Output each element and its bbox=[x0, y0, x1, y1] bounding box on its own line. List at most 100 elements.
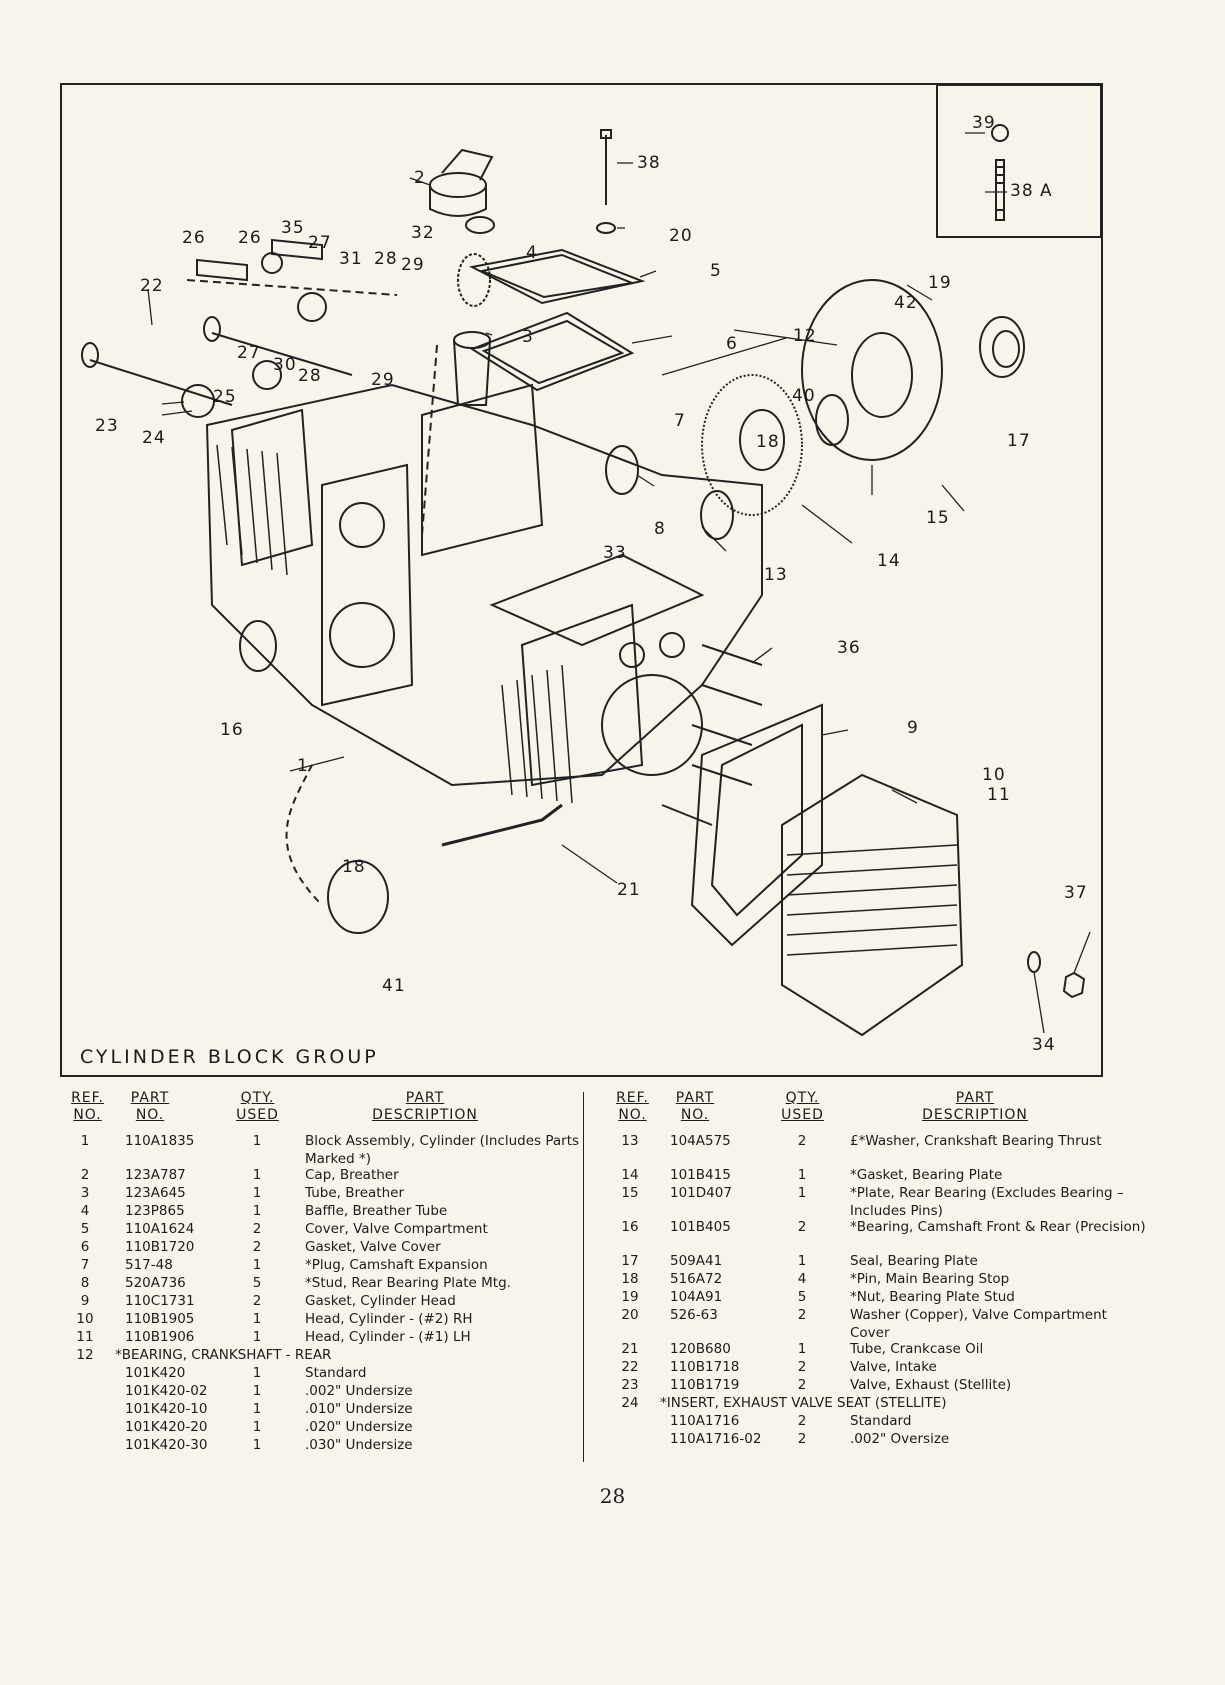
header-qty: QTY.USED bbox=[236, 1090, 279, 1123]
cell-desc: Gasket, Valve Cover bbox=[305, 1239, 441, 1255]
cell-qty: 2 bbox=[797, 1359, 807, 1375]
cell-desc: £*Washer, Crankshaft Bearing Thrust bbox=[850, 1133, 1102, 1149]
cell-part: 110B1719 bbox=[670, 1377, 740, 1393]
callout-label: 18 bbox=[756, 432, 780, 452]
cell-part: 110C1731 bbox=[125, 1293, 195, 1309]
header-qty: QTY.USED bbox=[781, 1090, 824, 1123]
cylinder-head-10-11 bbox=[781, 773, 964, 1037]
callout-label: 14 bbox=[877, 551, 901, 571]
cell-qty: 1 bbox=[252, 1167, 262, 1183]
cell-qty: 2 bbox=[797, 1219, 807, 1235]
cell-ref: 7 bbox=[80, 1257, 90, 1273]
callout-label: 27 bbox=[308, 233, 332, 253]
cell-ref: 4 bbox=[80, 1203, 90, 1219]
exploded-diagram-frame: 39 38 A 38 2 20 32 4 5 3 6 26 26 35 27 3… bbox=[60, 83, 1103, 1077]
cell-qty: 2 bbox=[252, 1239, 262, 1255]
callout-label: 13 bbox=[764, 565, 788, 585]
cell-qty: 1 bbox=[252, 1203, 262, 1219]
cell-qty: 5 bbox=[252, 1275, 262, 1291]
nut-part-39 bbox=[991, 124, 1009, 142]
cell-desc: Block Assembly, Cylinder (Includes Parts… bbox=[305, 1133, 580, 1167]
callout-label: 28 bbox=[298, 366, 322, 386]
cell-desc: .002" Undersize bbox=[305, 1383, 413, 1399]
callout-label: 3 bbox=[522, 327, 534, 347]
cell-desc: *Gasket, Bearing Plate bbox=[850, 1167, 1003, 1183]
page-number: 28 bbox=[599, 1484, 626, 1508]
cell-ref: 6 bbox=[80, 1239, 90, 1255]
cell-part: 110B1720 bbox=[125, 1239, 195, 1255]
cell-qty: 5 bbox=[797, 1289, 807, 1305]
bearing-plate-gasket-14 bbox=[701, 374, 803, 516]
callout-label: 12 bbox=[793, 326, 817, 346]
cell-qty: 1 bbox=[252, 1185, 262, 1201]
cell-desc: Head, Cylinder - (#2) RH bbox=[305, 1311, 473, 1327]
cell-part: 526-63 bbox=[670, 1307, 718, 1323]
cell-span: *INSERT, EXHAUST VALVE SEAT (STELLITE) bbox=[660, 1395, 947, 1411]
callout-label: 26 bbox=[238, 228, 262, 248]
callout-label: 40 bbox=[792, 386, 816, 406]
cell-part: 110A1624 bbox=[125, 1221, 195, 1237]
cell-ref: 9 bbox=[80, 1293, 90, 1309]
callout-label: 41 bbox=[382, 976, 406, 996]
parts-row: 6 110B1720 2 Gasket, Valve Cover bbox=[65, 1238, 585, 1256]
cylinder-block-1 bbox=[205, 383, 763, 787]
cell-ref: 18 bbox=[621, 1271, 639, 1287]
rear-bearing-plate-15 bbox=[801, 279, 943, 461]
cell-ref: 22 bbox=[621, 1359, 639, 1375]
column-divider bbox=[583, 1092, 584, 1462]
callout-label: 30 bbox=[273, 355, 297, 375]
cell-qty: 2 bbox=[797, 1377, 807, 1393]
cell-part: 110A1835 bbox=[125, 1133, 195, 1149]
cell-qty: 2 bbox=[797, 1431, 807, 1447]
figure-caption: CYLINDER BLOCK GROUP bbox=[80, 1046, 379, 1068]
cell-desc: *Nut, Bearing Plate Stud bbox=[850, 1289, 1015, 1305]
cell-desc: Valve, Exhaust (Stellite) bbox=[850, 1377, 1012, 1393]
cell-part: 110B1905 bbox=[125, 1311, 195, 1327]
valve-cover-5 bbox=[468, 248, 646, 305]
callout-label: 31 bbox=[339, 249, 363, 269]
callout-label: 1 bbox=[297, 756, 309, 776]
callout-label: 19 bbox=[928, 273, 952, 293]
cell-desc: Gasket, Cylinder Head bbox=[305, 1293, 456, 1309]
callout-label: 38 A bbox=[1010, 181, 1053, 201]
callout-label: 5 bbox=[710, 261, 722, 281]
cell-qty: 1 bbox=[252, 1329, 262, 1345]
callout-label: 28 bbox=[374, 249, 398, 269]
cell-desc: Standard bbox=[850, 1413, 912, 1429]
callout-label: 7 bbox=[674, 411, 686, 431]
cell-qty: 2 bbox=[797, 1413, 807, 1429]
head-gasket-9 bbox=[690, 703, 823, 947]
callout-label: 8 bbox=[654, 519, 666, 539]
cell-part: 101D407 bbox=[670, 1185, 732, 1201]
header-ref: REF.NO. bbox=[616, 1090, 649, 1123]
cell-ref: 24 bbox=[621, 1395, 639, 1411]
cell-qty: 1 bbox=[252, 1365, 262, 1381]
cell-qty: 1 bbox=[252, 1257, 262, 1273]
cell-part: 120B680 bbox=[670, 1341, 731, 1357]
cell-qty: 2 bbox=[797, 1307, 807, 1323]
cell-part: 517-48 bbox=[125, 1257, 173, 1273]
cell-qty: 4 bbox=[797, 1271, 807, 1287]
callout-label: 37 bbox=[1064, 883, 1088, 903]
callout-label: 32 bbox=[411, 223, 435, 243]
cell-ref: 12 bbox=[76, 1347, 94, 1363]
cell-ref: 1 bbox=[80, 1133, 90, 1149]
cell-part: 101K420-20 bbox=[125, 1419, 208, 1435]
cell-part: 516A72 bbox=[670, 1271, 723, 1287]
